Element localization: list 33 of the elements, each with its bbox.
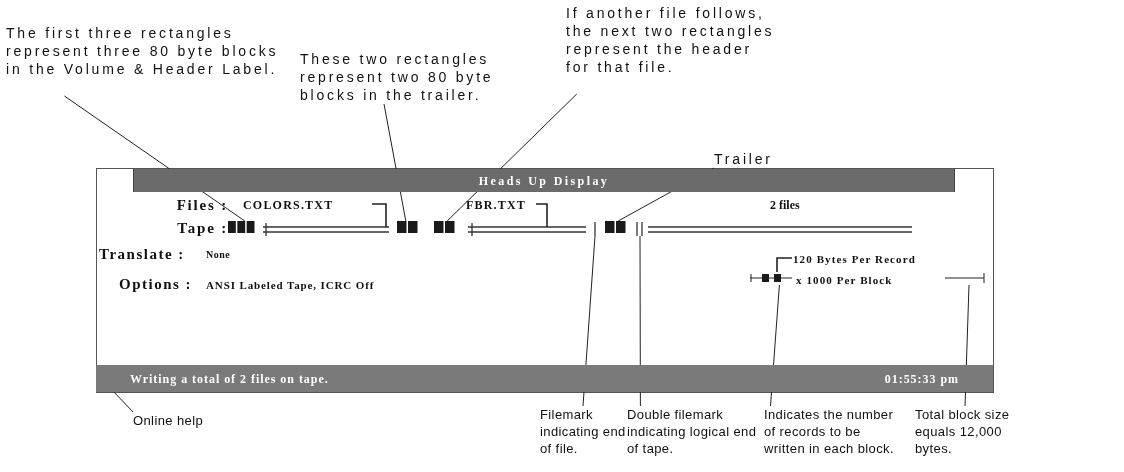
tape-blocks xyxy=(434,221,456,233)
callout-text: If another file follows, the next two rectangles represent the header for that file. xyxy=(566,4,781,76)
callout-text: Online help xyxy=(133,412,253,429)
status-message: Writing a total of 2 files on tape. xyxy=(130,370,329,388)
screen-label: ANSI Labeled Tape, ICRC Off xyxy=(206,278,375,293)
callout-text: Filemark indicating end of file. xyxy=(540,406,626,457)
screen-label: COLORS.TXT xyxy=(243,198,334,212)
record-block-marks xyxy=(750,271,792,285)
tape-blocks xyxy=(605,221,627,233)
callout-text: Double filemark indicating logical end of tape. xyxy=(627,406,761,457)
status-bar xyxy=(96,365,993,392)
tape-blocks xyxy=(397,221,419,233)
filemark xyxy=(591,222,599,236)
title-bar: Heads Up Display xyxy=(133,169,955,192)
callout-text: Indicates the number of records to be written in each block. xyxy=(764,406,894,457)
clock-time: 01:55:33 pm xyxy=(884,370,959,388)
screen-label: None xyxy=(206,248,231,262)
screen-label: Tape : xyxy=(177,219,228,238)
double-filemark xyxy=(634,222,646,236)
screen-label: 2 files xyxy=(770,198,800,212)
callout-text: Trailer xyxy=(714,150,784,168)
callout-text: These two rectangles represent two 80 byte blocks in the trailer. xyxy=(300,50,540,104)
screen-label: x 1000 Per Block xyxy=(796,273,893,288)
block-end-mark xyxy=(945,271,985,285)
callout-text: The first three rectangles represent three 80 byte blocks in the Volume & Header Label. xyxy=(6,24,298,78)
screen-label: Files : xyxy=(176,197,228,214)
callout-text: Total block size equals 12,000 bytes. xyxy=(915,406,1015,457)
leader-line xyxy=(113,391,134,413)
screen-label: Translate : xyxy=(99,245,185,264)
screen-label: Options : xyxy=(119,275,193,294)
tape-blocks xyxy=(228,221,256,233)
screen-label: 120 Bytes Per Record xyxy=(793,252,916,267)
screen-label: FBR.TXT xyxy=(466,198,527,212)
